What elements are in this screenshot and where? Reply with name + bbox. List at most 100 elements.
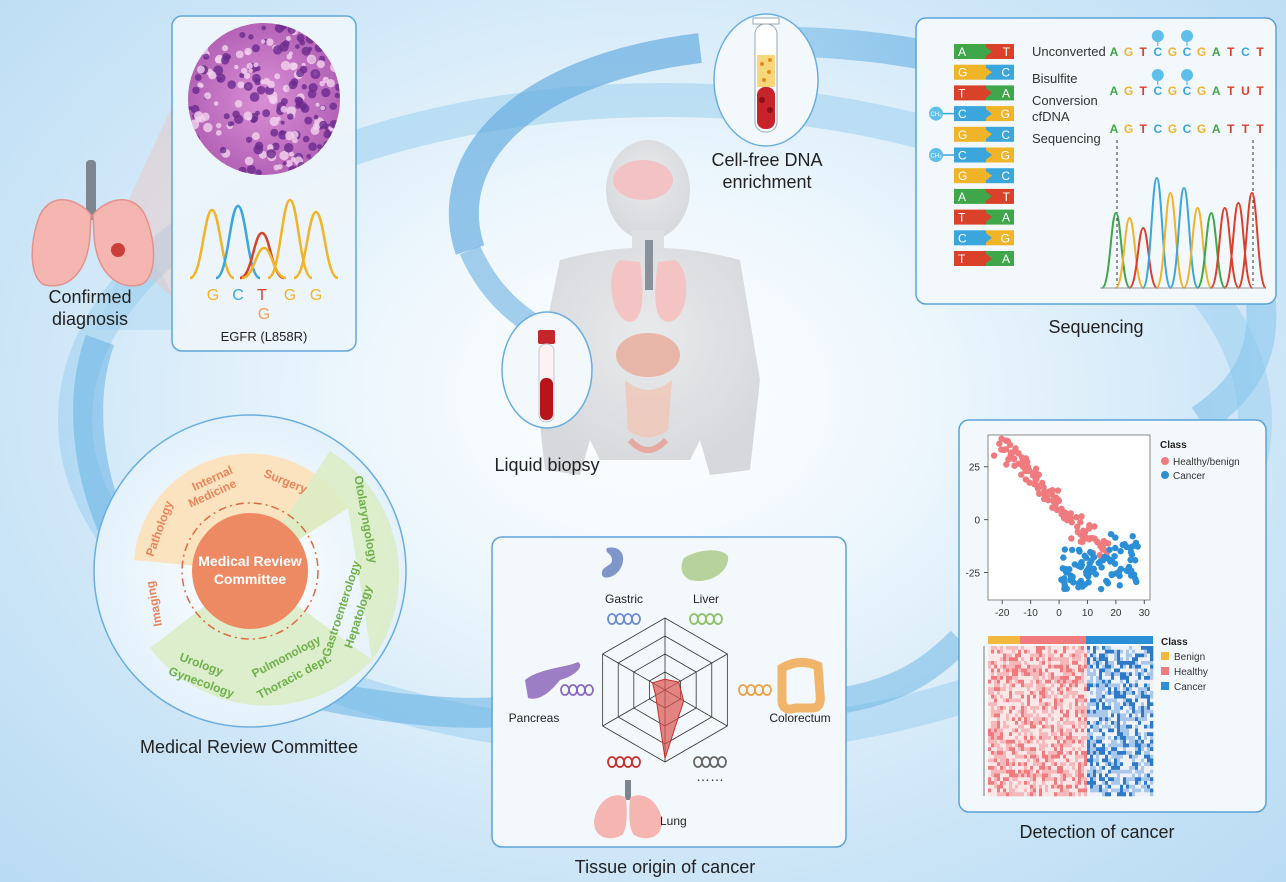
methyl-icon [1181,30,1193,42]
stomach-icon [601,547,624,578]
point-healthy [1088,534,1096,542]
point-cancer [1068,546,1076,554]
base-right: G [1001,107,1010,121]
point-healthy [1032,476,1039,484]
methyl-tag: CH₃ [930,112,942,118]
point-healthy [1067,515,1074,522]
diagnosis-base: T [257,287,267,304]
legend-label: Healthy/benign [1173,457,1240,468]
seq-base: A [1110,122,1119,136]
point-healthy [1022,476,1030,483]
base-right: G [1001,149,1010,163]
x-tick: -20 [995,608,1010,619]
row-label-2: Sequencing [1032,131,1101,146]
organ-label: Pancreas [509,711,560,725]
point-healthy [1054,487,1062,494]
base-right: T [1003,190,1011,204]
dna-icons [560,613,772,768]
legend-swatch [1161,667,1169,675]
base-left: A [958,45,966,59]
base-right: A [1002,86,1010,100]
point-healthy [1033,482,1041,489]
seq-base: T [1227,122,1235,136]
point-healthy [1091,523,1098,530]
organ-label: Colorectum [769,711,830,725]
point-cancer [1107,530,1115,538]
tissue-title: Tissue origin of cancer [575,857,755,877]
y-tick: 0 [974,516,980,527]
legend-swatch [1161,652,1169,660]
seq-base: T [1227,84,1235,98]
legend-swatch [1161,457,1169,465]
pancreas-icon [525,662,581,699]
detection-title: Detection of cancer [1019,822,1174,842]
point-cancer [1104,580,1112,587]
point-cancer [1060,554,1067,561]
methyl-icon [929,106,943,121]
committee-center-line2: Committee [214,571,287,587]
point-cancer [1075,562,1082,569]
x-tick: 30 [1139,608,1151,619]
base-right: C [1001,128,1010,142]
point-healthy [1052,495,1060,503]
point-cancer [1061,546,1069,553]
point-healthy [1011,462,1018,469]
base-left: G [958,128,967,142]
point-healthy [1018,471,1025,478]
diagnosis-base: C [232,287,244,304]
seq-base: T [1140,45,1148,59]
row-label: Unconverted [1032,44,1106,59]
point-healthy [1060,514,1068,522]
seq-base: T [1256,45,1264,59]
mutation-label: EGFR (L858R) [221,329,308,344]
sequencing-title: Sequencing [1048,317,1143,337]
point-healthy [1077,519,1084,526]
enrichment-label-line2: enrichment [722,172,811,192]
seq-base: C [1241,45,1250,59]
row-label: cfDNA [1032,109,1070,124]
dna-icon [560,684,594,696]
seq-base: G [1124,45,1133,59]
point-cancer [1101,553,1108,561]
point-cancer [1092,571,1100,578]
seq-base: A [1110,45,1119,59]
point-healthy [1077,538,1085,545]
base-right: A [1002,252,1010,266]
seq-base: U [1241,84,1250,98]
point-healthy [1084,535,1091,542]
point-healthy [1049,504,1056,511]
point-cancer [1082,554,1090,562]
point-healthy [990,452,998,459]
enrichment-label-line1: Cell-free DNA [711,150,822,170]
legend-label: Cancer [1174,682,1207,693]
point-healthy [1006,441,1014,449]
methyl-icon [1181,69,1193,81]
radar-area [651,678,685,759]
point-cancer [1081,581,1089,588]
point-healthy [1024,458,1031,466]
liver-icon [681,550,729,581]
point-cancer [1083,571,1090,578]
point-cancer [1117,547,1124,555]
committee-title: Medical Review Committee [140,737,358,757]
seq-base: G [1197,84,1206,98]
point-cancer [1116,582,1123,589]
mutant-base: G [258,306,270,323]
radar-chart [602,617,728,763]
point-cancer [1127,556,1134,564]
point-cancer [1111,552,1118,560]
point-cancer [1058,576,1065,583]
seq-base: T [1256,122,1264,136]
point-healthy [1040,484,1047,491]
cfdna-tube [713,13,819,147]
x-tick: 0 [1056,608,1062,619]
point-healthy [1000,446,1008,454]
point-cancer [1061,585,1068,593]
point-healthy [1093,538,1101,545]
base-right: C [1001,66,1010,80]
point-healthy [1044,496,1052,504]
committee-diagram: Medical Review Committee PathologyIntern… [93,414,407,728]
diagnosis-base: G [207,287,219,304]
